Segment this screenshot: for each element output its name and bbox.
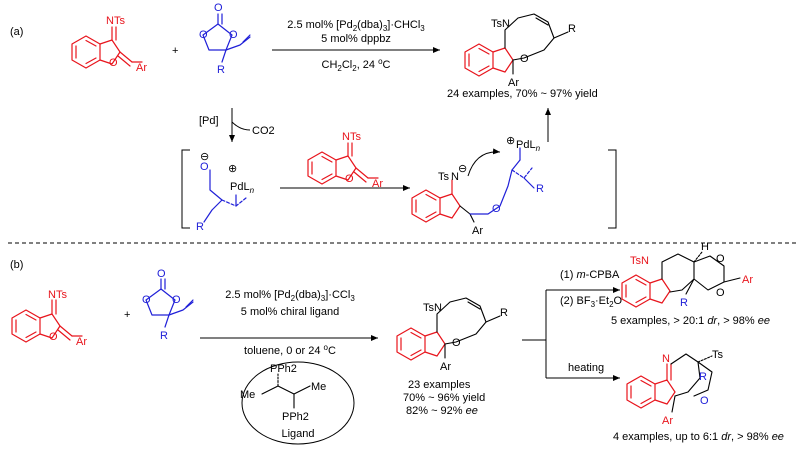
plus-charge: ⊕	[228, 163, 237, 175]
panel-b-product: TsN R O Ar	[396, 297, 508, 373]
panel-b-result-1: 23 examples	[408, 379, 471, 391]
b-nts-label: NTs	[48, 289, 67, 301]
panel-a-reactant-vec: O O O R	[199, 2, 251, 76]
tsn-label: TsN	[491, 18, 510, 30]
b-plus-sign: +	[124, 309, 130, 321]
b-product-r-label: R	[500, 307, 508, 319]
dp-h-label: H	[701, 241, 709, 253]
co2-release-arrow	[231, 121, 251, 131]
dp-tsn-label: TsN	[630, 255, 649, 267]
step-2-label: (2) BF3·Et2O	[560, 295, 623, 309]
ligand-me-left: Me	[240, 389, 255, 401]
panel-a-result: 24 examples, 70% ~ 97% yield	[447, 88, 598, 100]
panel-a: (a) NTs Ar O + O O O R	[10, 2, 617, 237]
rearranged-product: N Ts R O Ar	[626, 349, 724, 427]
bracket-right	[608, 149, 617, 229]
rp-o-label: O	[700, 395, 709, 407]
panel-a-azadiene-reagent: NTs Ar O	[307, 131, 383, 190]
dioxane-product-result: 5 examples, > 20:1 dr, > 98% ee	[611, 315, 770, 327]
bracket-left	[181, 149, 190, 229]
ar-label: Ar	[136, 62, 147, 74]
ring-o-label: O	[109, 57, 118, 69]
nts-label: NTs	[106, 15, 125, 27]
b-r-label: R	[160, 330, 168, 342]
product-ar-label: Ar	[508, 77, 519, 89]
panel-a-reagent-2: 5 mol% dppbz	[321, 33, 391, 45]
ligand-me-right: Me	[311, 381, 326, 393]
r-label: R	[217, 64, 225, 76]
carbonyl-o-label: O	[214, 2, 223, 14]
panel-b-reactant-azadiene: NTs Ar O	[11, 289, 87, 348]
intermediate-ar-label: Ar	[472, 225, 483, 237]
pd-label: [Pd]	[199, 115, 219, 127]
panel-b-result-3: 82% ~ 92% ee	[406, 405, 478, 417]
minus-charge: ⊖	[200, 151, 209, 163]
product-r-label: R	[568, 23, 576, 35]
dp-o-top-label: O	[716, 253, 725, 265]
b-ring-o-label: O	[49, 331, 58, 343]
ligand-pph2-top: PPh2	[270, 363, 297, 375]
dp-ar-label: Ar	[742, 274, 753, 286]
b-product-o-label: O	[452, 337, 461, 349]
step-1-label: (1) m-CPBA	[560, 269, 620, 281]
intermediate-r-label-2: R	[536, 183, 544, 195]
rp-r-label: R	[699, 371, 707, 383]
rp-ts-label: Ts	[712, 349, 724, 361]
ar-label-2: Ar	[372, 178, 383, 190]
alkoxide-o-label: O	[200, 161, 209, 173]
panel-b: (b) NTs Ar O + O O O R 2.	[10, 241, 784, 445]
b-ring-o-left-label: O	[142, 294, 151, 306]
panel-b-reactant-vec: O O O R	[142, 268, 194, 342]
panel-b-reagent-1: 2.5 mol% [Pd2(dba)3]·CCl3	[225, 289, 355, 303]
amide-minus-charge: ⊖	[458, 163, 467, 175]
pdln-label-2: PdLn	[516, 139, 541, 153]
b-product-ar-label: Ar	[440, 361, 451, 373]
heating-label: heating	[568, 362, 604, 374]
panel-b-reagent-2: 5 mol% chiral ligand	[241, 306, 339, 318]
pi-allyl-pd-intermediate: O ⊖ ⊕ PdLn R	[196, 151, 255, 233]
rp-n-label: N	[662, 353, 670, 365]
rp-ar-label: Ar	[662, 415, 673, 427]
b-ar-label: Ar	[76, 336, 87, 348]
panel-b-result-2: 70% ~ 96% yield	[403, 392, 485, 404]
intermediate-r-label: R	[196, 221, 204, 233]
pdln-label: PdLn	[230, 181, 255, 195]
ring-closure-arrow	[467, 148, 501, 177]
plus-charge-2: ⊕	[506, 135, 515, 147]
ring-o-left-label: O	[199, 29, 208, 41]
b-ring-o-right-label: O	[172, 294, 181, 306]
product-o-label: O	[520, 53, 529, 65]
panel-a-label: (a)	[10, 26, 23, 38]
b-carbonyl-o-label: O	[157, 268, 166, 280]
dioxane-product: TsN H O O Ar R	[621, 241, 753, 309]
b-tsn-label: TsN	[423, 302, 442, 314]
ring-o-label-2: O	[345, 173, 354, 185]
dp-o-bottom-label: O	[716, 287, 725, 299]
panel-a-product: TsN R O Ar	[464, 13, 576, 89]
chiral-ligand: PPh2 Me Me PPh2 Ligand	[240, 361, 355, 445]
ligand-label: Ligand	[281, 428, 314, 440]
rearranged-product-result: 4 examples, up to 6:1 dr, > 98% ee	[613, 431, 784, 443]
ether-o-label: O	[492, 203, 501, 215]
co2-label: CO2	[252, 125, 275, 137]
plus-sign: +	[172, 45, 178, 57]
panel-a-reagent-1: 2.5 mol% [Pd2(dba)3]·CHCl3	[287, 19, 425, 33]
ring-o-right-label: O	[229, 29, 238, 41]
dp-r-label: R	[680, 297, 688, 309]
panel-a-conditions: CH2Cl2, 24 oC	[322, 57, 391, 73]
ligand-pph2-bottom: PPh2	[282, 411, 309, 423]
panel-b-label: (b)	[10, 259, 23, 271]
panel-a-reactant-azadiene: NTs Ar O	[71, 15, 147, 74]
panel-b-conditions: toluene, 0 or 24 oC	[244, 343, 336, 357]
nts-label-2: NTs	[342, 131, 361, 143]
